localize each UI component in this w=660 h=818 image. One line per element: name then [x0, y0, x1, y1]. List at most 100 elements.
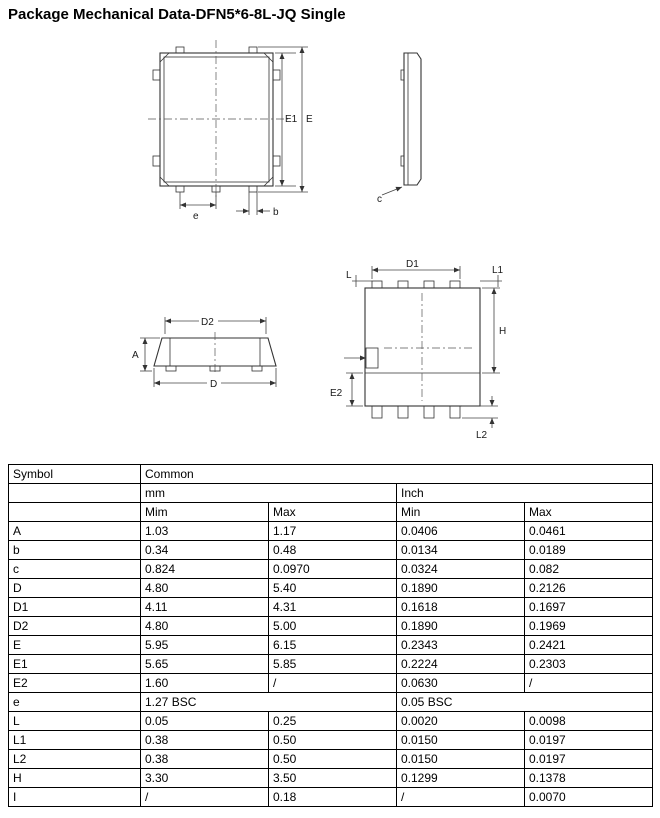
cell: 0.2126: [524, 578, 653, 598]
dim-label-E2: E2: [330, 388, 343, 399]
cell: /: [140, 787, 269, 807]
cell: 4.31: [268, 597, 397, 617]
cell: 0.1969: [524, 616, 653, 636]
cell: e: [8, 692, 141, 712]
table-row: I / 0.18 / 0.0070: [8, 787, 653, 807]
cell: 1.03: [140, 521, 269, 541]
dim-label-D2: D2: [201, 317, 214, 328]
cell: 5.40: [268, 578, 397, 598]
cell: 4.80: [140, 616, 269, 636]
cell: L2: [8, 749, 141, 769]
page-title: Package Mechanical Data-DFN5*6-8L-JQ Sin…: [8, 6, 346, 23]
header-mm-max: Max: [268, 502, 397, 522]
cell: 0.0150: [396, 749, 525, 769]
cell: 0.0197: [524, 749, 653, 769]
header-mm-min: Mim: [140, 502, 269, 522]
cell: 0.50: [268, 730, 397, 750]
table-row: D1 4.11 4.31 0.1618 0.1697: [8, 597, 653, 617]
dim-label-D1: D1: [406, 259, 419, 270]
table-row: b 0.34 0.48 0.0134 0.0189: [8, 540, 653, 560]
cell: L1: [8, 730, 141, 750]
cell: /: [524, 673, 653, 693]
dim-label-A: A: [132, 350, 139, 361]
cell: 0.34: [140, 540, 269, 560]
cell: E: [8, 635, 141, 655]
cell: 0.1618: [396, 597, 525, 617]
cell: 6.15: [268, 635, 397, 655]
table-header-row-1: Symbol Common: [8, 464, 653, 484]
cell: 0.48: [268, 540, 397, 560]
side-view-drawing: c: [377, 52, 422, 205]
cell: 5.85: [268, 654, 397, 674]
cell: 0.18: [268, 787, 397, 807]
dim-label-E1: E1: [285, 114, 298, 125]
cell: 0.2303: [524, 654, 653, 674]
cell: H: [8, 768, 141, 788]
cell: 0.0324: [396, 559, 525, 579]
dim-label-L2: L2: [476, 430, 488, 441]
table-row: L2 0.38 0.50 0.0150 0.0197: [8, 749, 653, 769]
table-row: E1 5.65 5.85 0.2224 0.2303: [8, 654, 653, 674]
cell: E1: [8, 654, 141, 674]
cell: 0.0189: [524, 540, 653, 560]
table-row: E 5.95 6.15 0.2343 0.2421: [8, 635, 653, 655]
cell: 4.11: [140, 597, 269, 617]
cell: E2: [8, 673, 141, 693]
header-symbol: Symbol: [8, 464, 141, 484]
cell: 0.082: [524, 559, 653, 579]
cell: D2: [8, 616, 141, 636]
cell: 0.05: [140, 711, 269, 731]
dim-label-E: E: [306, 114, 313, 125]
dim-label-L1: L1: [492, 265, 504, 276]
cell: 5.65: [140, 654, 269, 674]
cell: 0.1378: [524, 768, 653, 788]
cell: 0.1299: [396, 768, 525, 788]
cell: 0.1890: [396, 578, 525, 598]
cell: 0.0070: [524, 787, 653, 807]
cell: D: [8, 578, 141, 598]
cell: /: [396, 787, 525, 807]
table-row: H 3.30 3.50 0.1299 0.1378: [8, 768, 653, 788]
cell: A: [8, 521, 141, 541]
cell: 0.0406: [396, 521, 525, 541]
table-row: L 0.05 0.25 0.0020 0.0098: [8, 711, 653, 731]
cell: 0.38: [140, 730, 269, 750]
cell: 5.95: [140, 635, 269, 655]
header-empty-cell: [8, 483, 141, 503]
cell: 0.2343: [396, 635, 525, 655]
cell: 0.0970: [268, 559, 397, 579]
cell: 0.2224: [396, 654, 525, 674]
cell: 0.2421: [524, 635, 653, 655]
cell: 3.50: [268, 768, 397, 788]
cell: 0.824: [140, 559, 269, 579]
cell: 1.60: [140, 673, 269, 693]
table-row: L1 0.38 0.50 0.0150 0.0197: [8, 730, 653, 750]
dim-label-c: c: [377, 194, 382, 205]
header-inch-min: Min: [396, 502, 525, 522]
cell: 0.50: [268, 749, 397, 769]
cell: 1.17: [268, 521, 397, 541]
table-row: c 0.824 0.0970 0.0324 0.082: [8, 559, 653, 579]
cell: 4.80: [140, 578, 269, 598]
table-row: D 4.80 5.40 0.1890 0.2126: [8, 578, 653, 598]
cell: c: [8, 559, 141, 579]
header-common: Common: [140, 464, 653, 484]
cell: 0.38: [140, 749, 269, 769]
cell: b: [8, 540, 141, 560]
cell: 0.0020: [396, 711, 525, 731]
cell: 0.0134: [396, 540, 525, 560]
cell: I: [8, 787, 141, 807]
cell: 0.0630: [396, 673, 525, 693]
front-view-drawing: D2 A D: [132, 317, 277, 390]
cell: 5.00: [268, 616, 397, 636]
cell: 0.0098: [524, 711, 653, 731]
header-empty-cell: [8, 502, 141, 522]
cell: D1: [8, 597, 141, 617]
top-view-drawing: E1 E e b: [148, 40, 313, 222]
dim-label-b: b: [273, 207, 279, 218]
table-header-row-3: Mim Max Min Max: [8, 502, 653, 522]
table-row: A 1.03 1.17 0.0406 0.0461: [8, 521, 653, 541]
cell: 0.0197: [524, 730, 653, 750]
dim-label-D: D: [210, 379, 217, 390]
table-row-e-bsc: e 1.27 BSC 0.05 BSC: [8, 692, 653, 712]
